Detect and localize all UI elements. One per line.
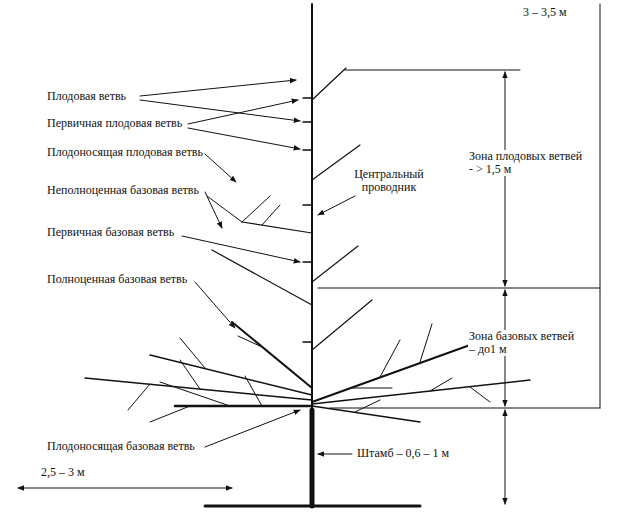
part-label: 3 – 3,5 м: [522, 6, 568, 19]
part-label: Штамб – 0,6 – 1 м: [356, 447, 450, 460]
part-label: Первичная плодовая ветвь: [46, 117, 183, 130]
part-label: 2,5 – 3 м: [40, 466, 86, 479]
part-label: Первичная базовая ветвь: [46, 226, 175, 239]
part-label: Зона базовых ветвей – до1 м: [468, 330, 580, 356]
part-label: Полноценная базовая ветвь: [46, 273, 188, 286]
part-label: Неполноценная базовая ветвь: [46, 184, 200, 197]
part-label: Плодовая ветвь: [46, 90, 127, 103]
part-label: Центральный проводник: [345, 168, 433, 194]
part-label: Плодоносящая базовая ветвь: [46, 440, 196, 453]
part-label: Зона плодовых ветвей - > 1,5 м: [468, 150, 588, 176]
part-label: Плодоносящая плодовая ветвь: [46, 146, 204, 159]
